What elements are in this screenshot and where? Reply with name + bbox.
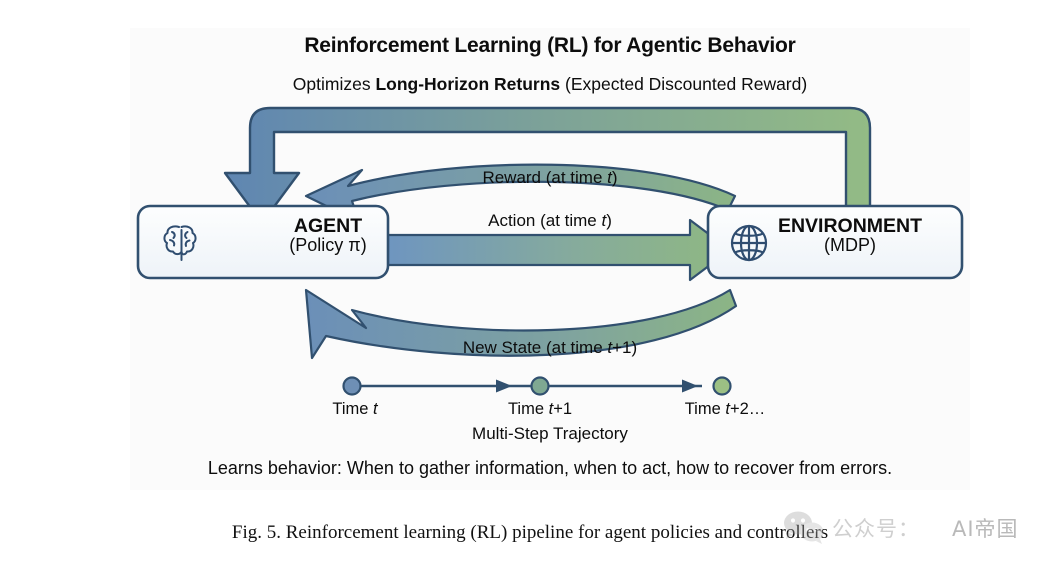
new-state-arrow [304,288,738,360]
optimizes-prefix: Optimizes [292,74,376,94]
action-edge-label: Action (at time t) [488,211,612,230]
environment-node[interactable] [706,204,964,280]
timeline-tick-label-0: Time t [332,400,378,418]
timeline-caption: Multi-Step Trajectory [472,424,628,443]
agent-node[interactable] [136,204,390,280]
agent-subtitle: (Policy π) [289,235,367,256]
globe-icon [730,224,768,262]
multi-step-timeline [342,376,732,396]
rl-pipeline-diagram [136,106,964,396]
timeline-arrowhead-2 [682,379,698,393]
timeline-dot-2 [712,376,732,396]
diagram-title: Reinforcement Learning (RL) for Agentic … [304,34,796,57]
figure-caption: Fig. 5. Reinforcement learning (RL) pipe… [231,522,829,543]
brain-icon [163,225,197,261]
environment-title: ENVIRONMENT [777,215,923,237]
timeline-dot-1 [530,376,550,396]
outer-return-loop-arrow [223,106,872,225]
agent-title: AGENT [293,215,363,237]
reward-edge-label: Reward (at time t) [482,168,618,187]
environment-node-label: ENVIRONMENT (MDP) [750,216,950,256]
timeline-tick-label-2: Time t+2… [684,400,766,418]
new-state-edge-label: New State (at time t+1) [462,338,638,357]
optimizes-bold: Long-Horizon Returns [375,74,561,94]
timeline-tick-label-1: Time t+1 [507,400,573,418]
optimizes-suffix: (Expected Discounted Reward) [560,74,808,94]
environment-subtitle: (MDP) [824,235,876,256]
agent-node-label: AGENT (Policy π) [258,216,398,256]
learns-behavior-label: Learns behavior: When to gather informat… [207,458,893,478]
timeline-arrowhead-1 [496,379,512,393]
figure-panel: Reinforcement Learning (RL) for Agentic … [130,28,970,490]
optimizes-returns-label: Optimizes Long-Horizon Returns (Expected… [130,74,970,95]
timeline-dot-0 [342,376,362,396]
